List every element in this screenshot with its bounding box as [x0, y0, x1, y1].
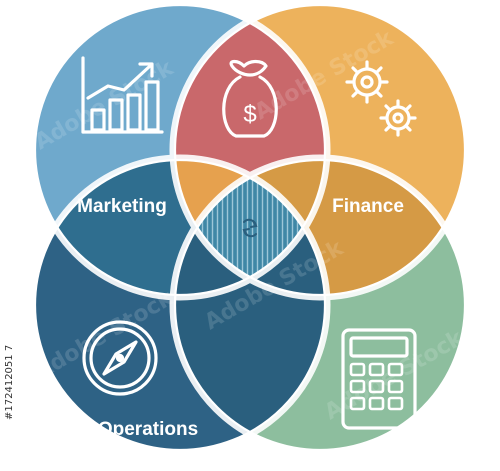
sync-icon	[242, 218, 258, 238]
compass-icon	[82, 320, 158, 396]
gears-icon	[345, 60, 417, 137]
calculator-icon	[341, 328, 417, 430]
label-marketing: Marketing	[77, 196, 167, 217]
bar-chart-growth-icon	[81, 56, 164, 134]
stock-id: #172412051 7	[4, 345, 15, 420]
center-overlap	[175, 160, 325, 295]
money-bag-icon: $	[222, 59, 278, 138]
svg-text:$: $	[243, 101, 256, 128]
label-operations: Operations	[98, 419, 198, 440]
label-finance: Finance	[332, 196, 404, 217]
